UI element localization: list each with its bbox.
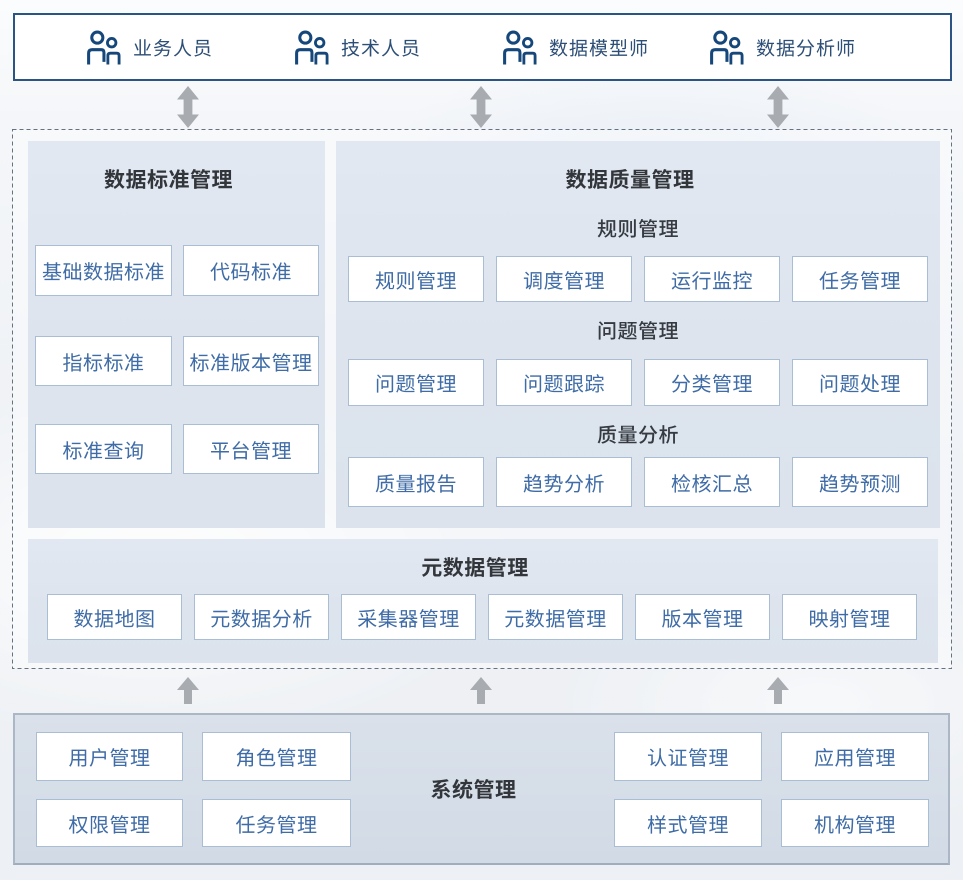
band-system: 系统管理 用户管理 角色管理 权限管理 任务管理 认证管理 应用管理 样式管理 … bbox=[13, 713, 950, 865]
panel-title: 数据质量管理 bbox=[565, 164, 695, 194]
module-box: 标准版本管理 bbox=[183, 336, 319, 386]
module-box: 规则管理 bbox=[348, 256, 484, 302]
module-box: 问题跟踪 bbox=[496, 359, 632, 406]
module-box: 检核汇总 bbox=[644, 457, 780, 507]
module-box: 样式管理 bbox=[614, 799, 762, 847]
user-role-data-analyst: 数据分析师 bbox=[709, 15, 856, 79]
platform-dashed-region: 数据标准管理 基础数据标准 代码标准 指标标准 标准版本管理 标准查询 平台管理… bbox=[12, 129, 952, 669]
group-subtitle: 质量分析 bbox=[597, 419, 679, 448]
double-arrow-icon bbox=[470, 86, 492, 128]
module-box: 映射管理 bbox=[782, 594, 917, 640]
users-icon bbox=[503, 30, 537, 64]
double-arrow-icon bbox=[767, 86, 789, 128]
users-band: 业务人员 技术人员 数据模型师 数据分析师 bbox=[13, 13, 952, 81]
module-box: 采集器管理 bbox=[341, 594, 476, 640]
user-role-label: 技术人员 bbox=[341, 33, 422, 61]
module-box: 任务管理 bbox=[792, 256, 928, 302]
panel-data-quality: 数据质量管理 规则管理 规则管理 调度管理 运行监控 任务管理 问题管理 问题管… bbox=[336, 141, 940, 528]
module-box: 基础数据标准 bbox=[35, 245, 172, 296]
users-icon bbox=[295, 30, 329, 64]
panel-data-standard: 数据标准管理 基础数据标准 代码标准 指标标准 标准版本管理 标准查询 平台管理 bbox=[28, 141, 325, 528]
module-box: 调度管理 bbox=[496, 256, 632, 302]
module-box: 认证管理 bbox=[614, 732, 762, 781]
module-box: 角色管理 bbox=[202, 732, 351, 781]
double-arrow-icon bbox=[177, 86, 199, 128]
up-arrow-icon bbox=[470, 677, 492, 704]
user-role-label: 数据分析师 bbox=[756, 33, 857, 61]
module-box: 质量报告 bbox=[348, 457, 484, 507]
band-metadata: 元数据管理 数据地图 元数据分析 采集器管理 元数据管理 版本管理 映射管理 bbox=[28, 539, 938, 663]
module-box: 元数据分析 bbox=[194, 594, 329, 640]
group-subtitle: 问题管理 bbox=[597, 315, 679, 344]
module-box: 版本管理 bbox=[635, 594, 770, 640]
module-box: 平台管理 bbox=[183, 424, 319, 474]
module-box: 趋势预测 bbox=[792, 457, 928, 507]
panel-title: 数据标准管理 bbox=[104, 164, 233, 194]
module-box: 标准查询 bbox=[35, 424, 172, 474]
user-role-label: 数据模型师 bbox=[549, 33, 650, 61]
users-icon bbox=[710, 30, 744, 64]
panel-title: 系统管理 bbox=[430, 774, 517, 804]
module-box: 分类管理 bbox=[644, 359, 780, 406]
module-box: 权限管理 bbox=[36, 799, 183, 847]
module-box: 任务管理 bbox=[202, 799, 351, 847]
module-box: 问题处理 bbox=[792, 359, 928, 406]
module-box: 指标标准 bbox=[35, 336, 172, 386]
up-arrow-icon bbox=[177, 677, 199, 704]
dashed-border bbox=[12, 129, 952, 669]
module-box: 应用管理 bbox=[781, 732, 929, 781]
group-subtitle: 规则管理 bbox=[597, 213, 679, 242]
module-box: 代码标准 bbox=[183, 245, 319, 296]
module-box: 趋势分析 bbox=[496, 457, 632, 507]
module-box: 运行监控 bbox=[644, 256, 780, 302]
module-box: 问题管理 bbox=[348, 359, 484, 406]
user-role-business: 业务人员 bbox=[86, 15, 213, 79]
user-role-label: 业务人员 bbox=[133, 33, 214, 61]
module-box: 机构管理 bbox=[781, 799, 929, 847]
module-box: 元数据管理 bbox=[488, 594, 623, 640]
users-icon bbox=[87, 30, 121, 64]
panel-title: 元数据管理 bbox=[421, 552, 529, 582]
module-box: 数据地图 bbox=[47, 594, 182, 640]
user-role-technical: 技术人员 bbox=[294, 15, 421, 79]
user-role-data-modeler: 数据模型师 bbox=[502, 15, 649, 79]
up-arrow-icon bbox=[767, 677, 789, 704]
module-box: 用户管理 bbox=[36, 732, 183, 781]
